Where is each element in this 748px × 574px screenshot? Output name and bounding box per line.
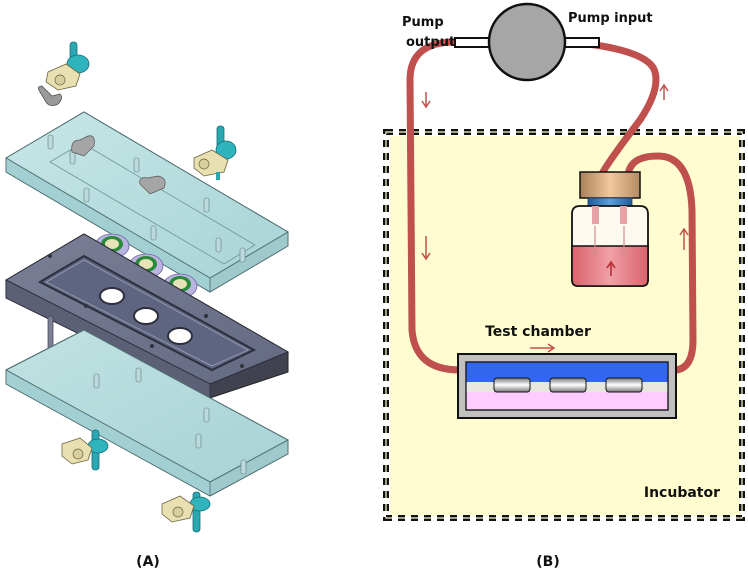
bottom-plate bbox=[4, 329, 290, 497]
panel-b-caption: (B) bbox=[536, 554, 559, 570]
bottle-up-arrow bbox=[606, 260, 616, 276]
pump-output-label-line1: Pump bbox=[402, 15, 444, 30]
pump-input-label: Pump input bbox=[568, 11, 653, 26]
test-chamber-label: Test chamber bbox=[485, 324, 591, 340]
chamber-samples bbox=[493, 377, 643, 393]
tube-reservoir-to-pump-input bbox=[584, 40, 660, 182]
arrow-down-pump-output bbox=[421, 92, 431, 109]
arrow-up-right-tube bbox=[679, 227, 689, 250]
tubing bbox=[406, 38, 697, 374]
pump bbox=[454, 2, 600, 82]
pump-output-label-line2: output bbox=[406, 35, 455, 50]
arrow-right-chamber bbox=[530, 343, 556, 353]
chamber-sample-2 bbox=[549, 377, 587, 393]
pump-output-port bbox=[454, 37, 490, 48]
incubator-label: Incubator bbox=[644, 485, 720, 501]
tube-connector-top-right bbox=[193, 125, 237, 180]
pump-body bbox=[487, 2, 567, 82]
wing-nut-floating bbox=[38, 85, 62, 106]
arrow-up-pump-input bbox=[659, 83, 669, 100]
incubator-fill bbox=[390, 136, 740, 516]
panel-a-exploded-view: (A) bbox=[4, 41, 290, 570]
tube-connector-bottom-left bbox=[61, 429, 109, 471]
reservoir-bottle bbox=[571, 171, 649, 287]
incubator: Incubator bbox=[383, 129, 745, 521]
flow-arrows bbox=[421, 83, 689, 353]
bottle-tube-left bbox=[592, 206, 599, 224]
chamber-sample-1 bbox=[493, 377, 531, 393]
bottle-tube-right bbox=[620, 206, 627, 224]
tube-chamber-to-reservoir bbox=[624, 152, 697, 374]
panel-b-circuit-diagram: Incubator Pump output Pump input bbox=[383, 2, 745, 570]
chamber-sample-3 bbox=[605, 377, 643, 393]
tube-pump-output-to-chamber bbox=[406, 38, 464, 374]
chamber-top-fluid bbox=[466, 362, 668, 382]
tube-connector-top-left bbox=[45, 41, 90, 91]
bottle-neck bbox=[587, 197, 633, 207]
tube-connector-bottom-right bbox=[161, 491, 211, 533]
bottle-cap bbox=[579, 171, 641, 199]
bottle-liquid bbox=[571, 245, 649, 287]
test-chamber: Test chamber bbox=[457, 324, 677, 419]
pump-input-port bbox=[564, 37, 600, 48]
middle-plate bbox=[4, 233, 290, 399]
panel-a-caption: (A) bbox=[136, 554, 160, 570]
arrow-down-left-tube bbox=[421, 236, 431, 261]
